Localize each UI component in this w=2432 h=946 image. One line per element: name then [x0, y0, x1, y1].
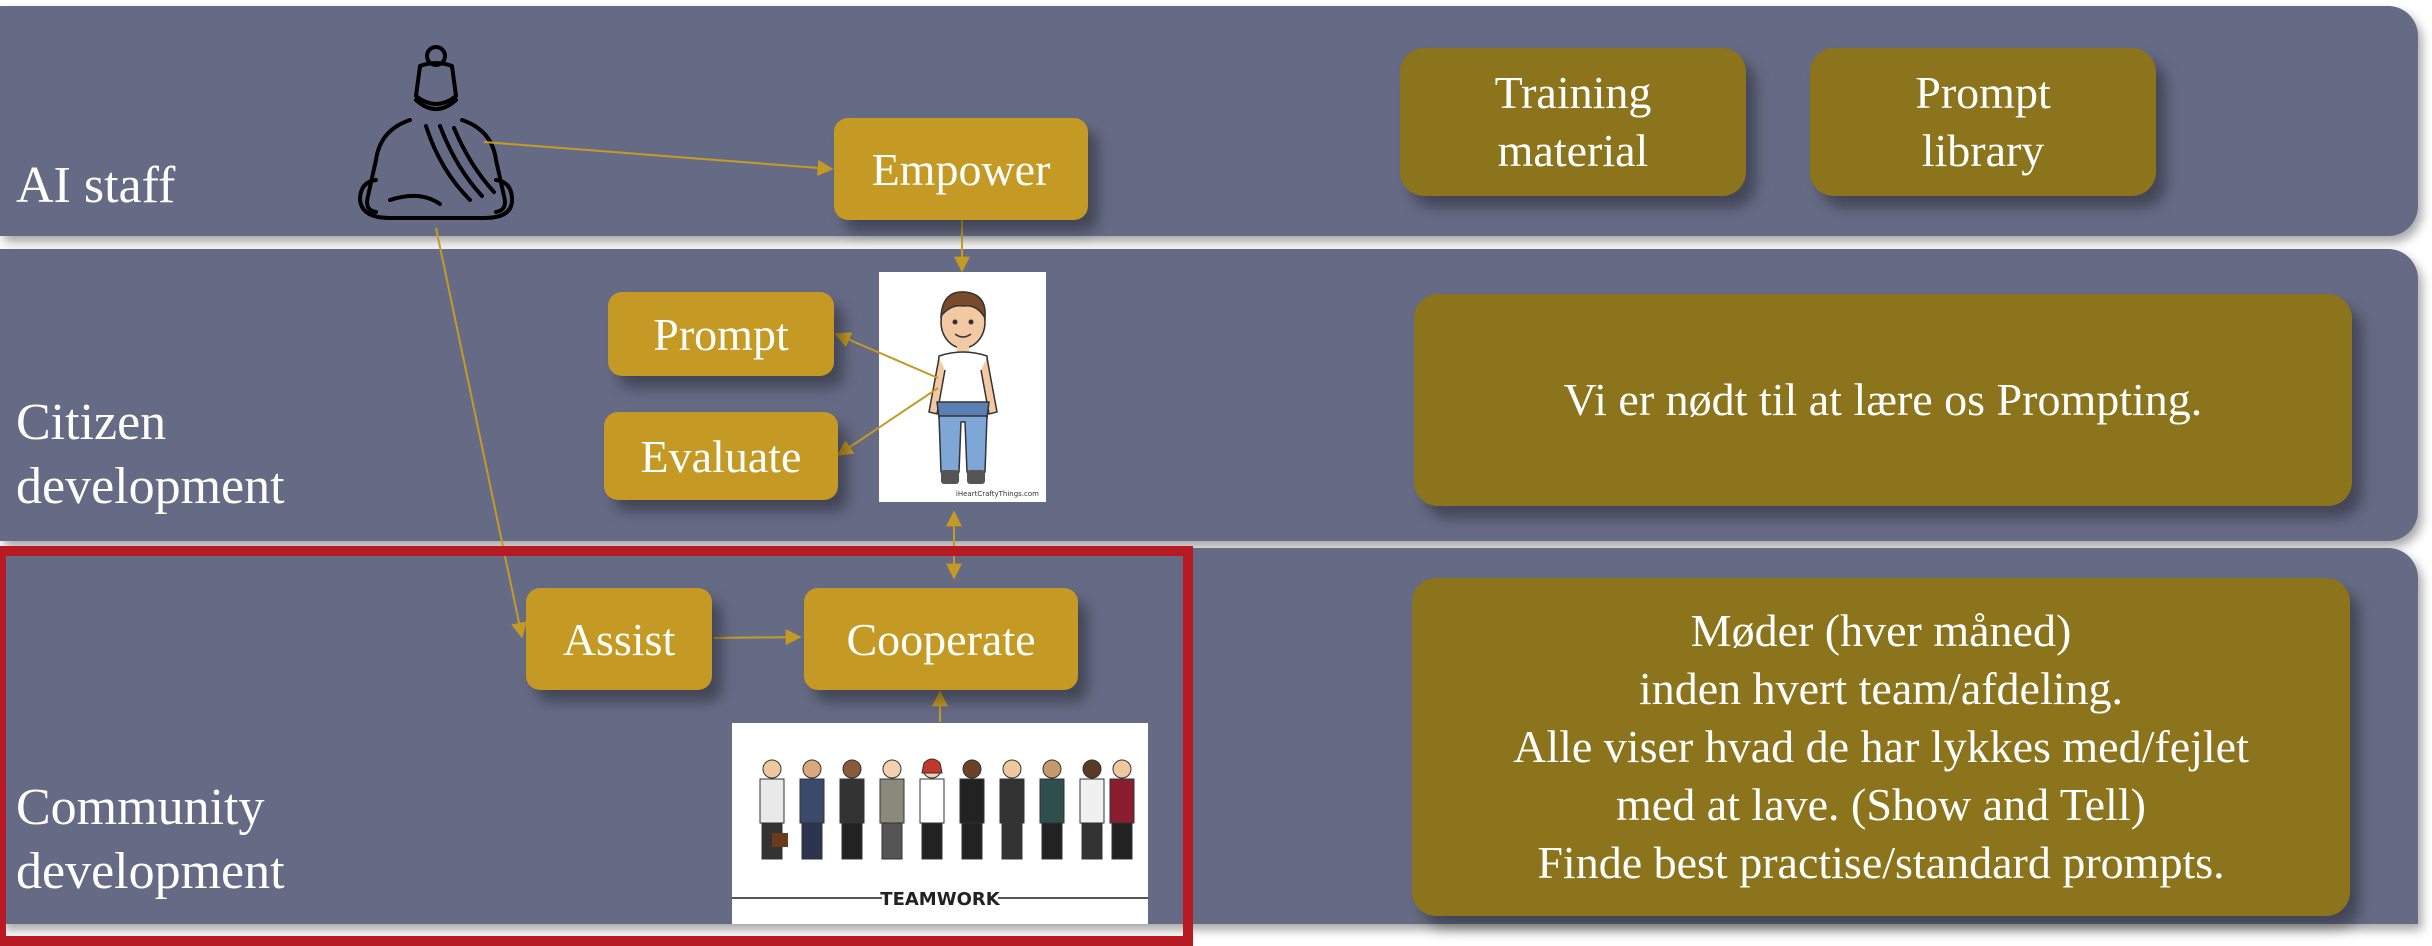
teamwork-caption: TEAMWORK [880, 889, 1000, 910]
person-illustration: iHeartCraftyThings.com [879, 272, 1046, 502]
community-note-box: Møder (hver måned) inden hvert team/afde… [1412, 578, 2350, 916]
citizen-note-box: Vi er nødt til at lære os Prompting. [1414, 294, 2352, 506]
empower-box: Empower [834, 118, 1088, 220]
community-development-label: Community development [16, 779, 285, 900]
citizen-development-label: Citizen development [16, 394, 285, 515]
prompt-library-box: Prompt library [1810, 48, 2156, 196]
training-material-box: Training material [1400, 48, 1746, 196]
cooperate-box: Cooperate [804, 588, 1078, 690]
ai-staff-label: AI staff [16, 157, 176, 214]
teamwork-illustration: TEAMWORK [732, 723, 1148, 924]
prompt-box: Prompt [608, 292, 834, 376]
assist-box: Assist [526, 588, 712, 690]
person-image-caption: iHeartCraftyThings.com [956, 490, 1039, 498]
evaluate-box: Evaluate [604, 412, 838, 500]
